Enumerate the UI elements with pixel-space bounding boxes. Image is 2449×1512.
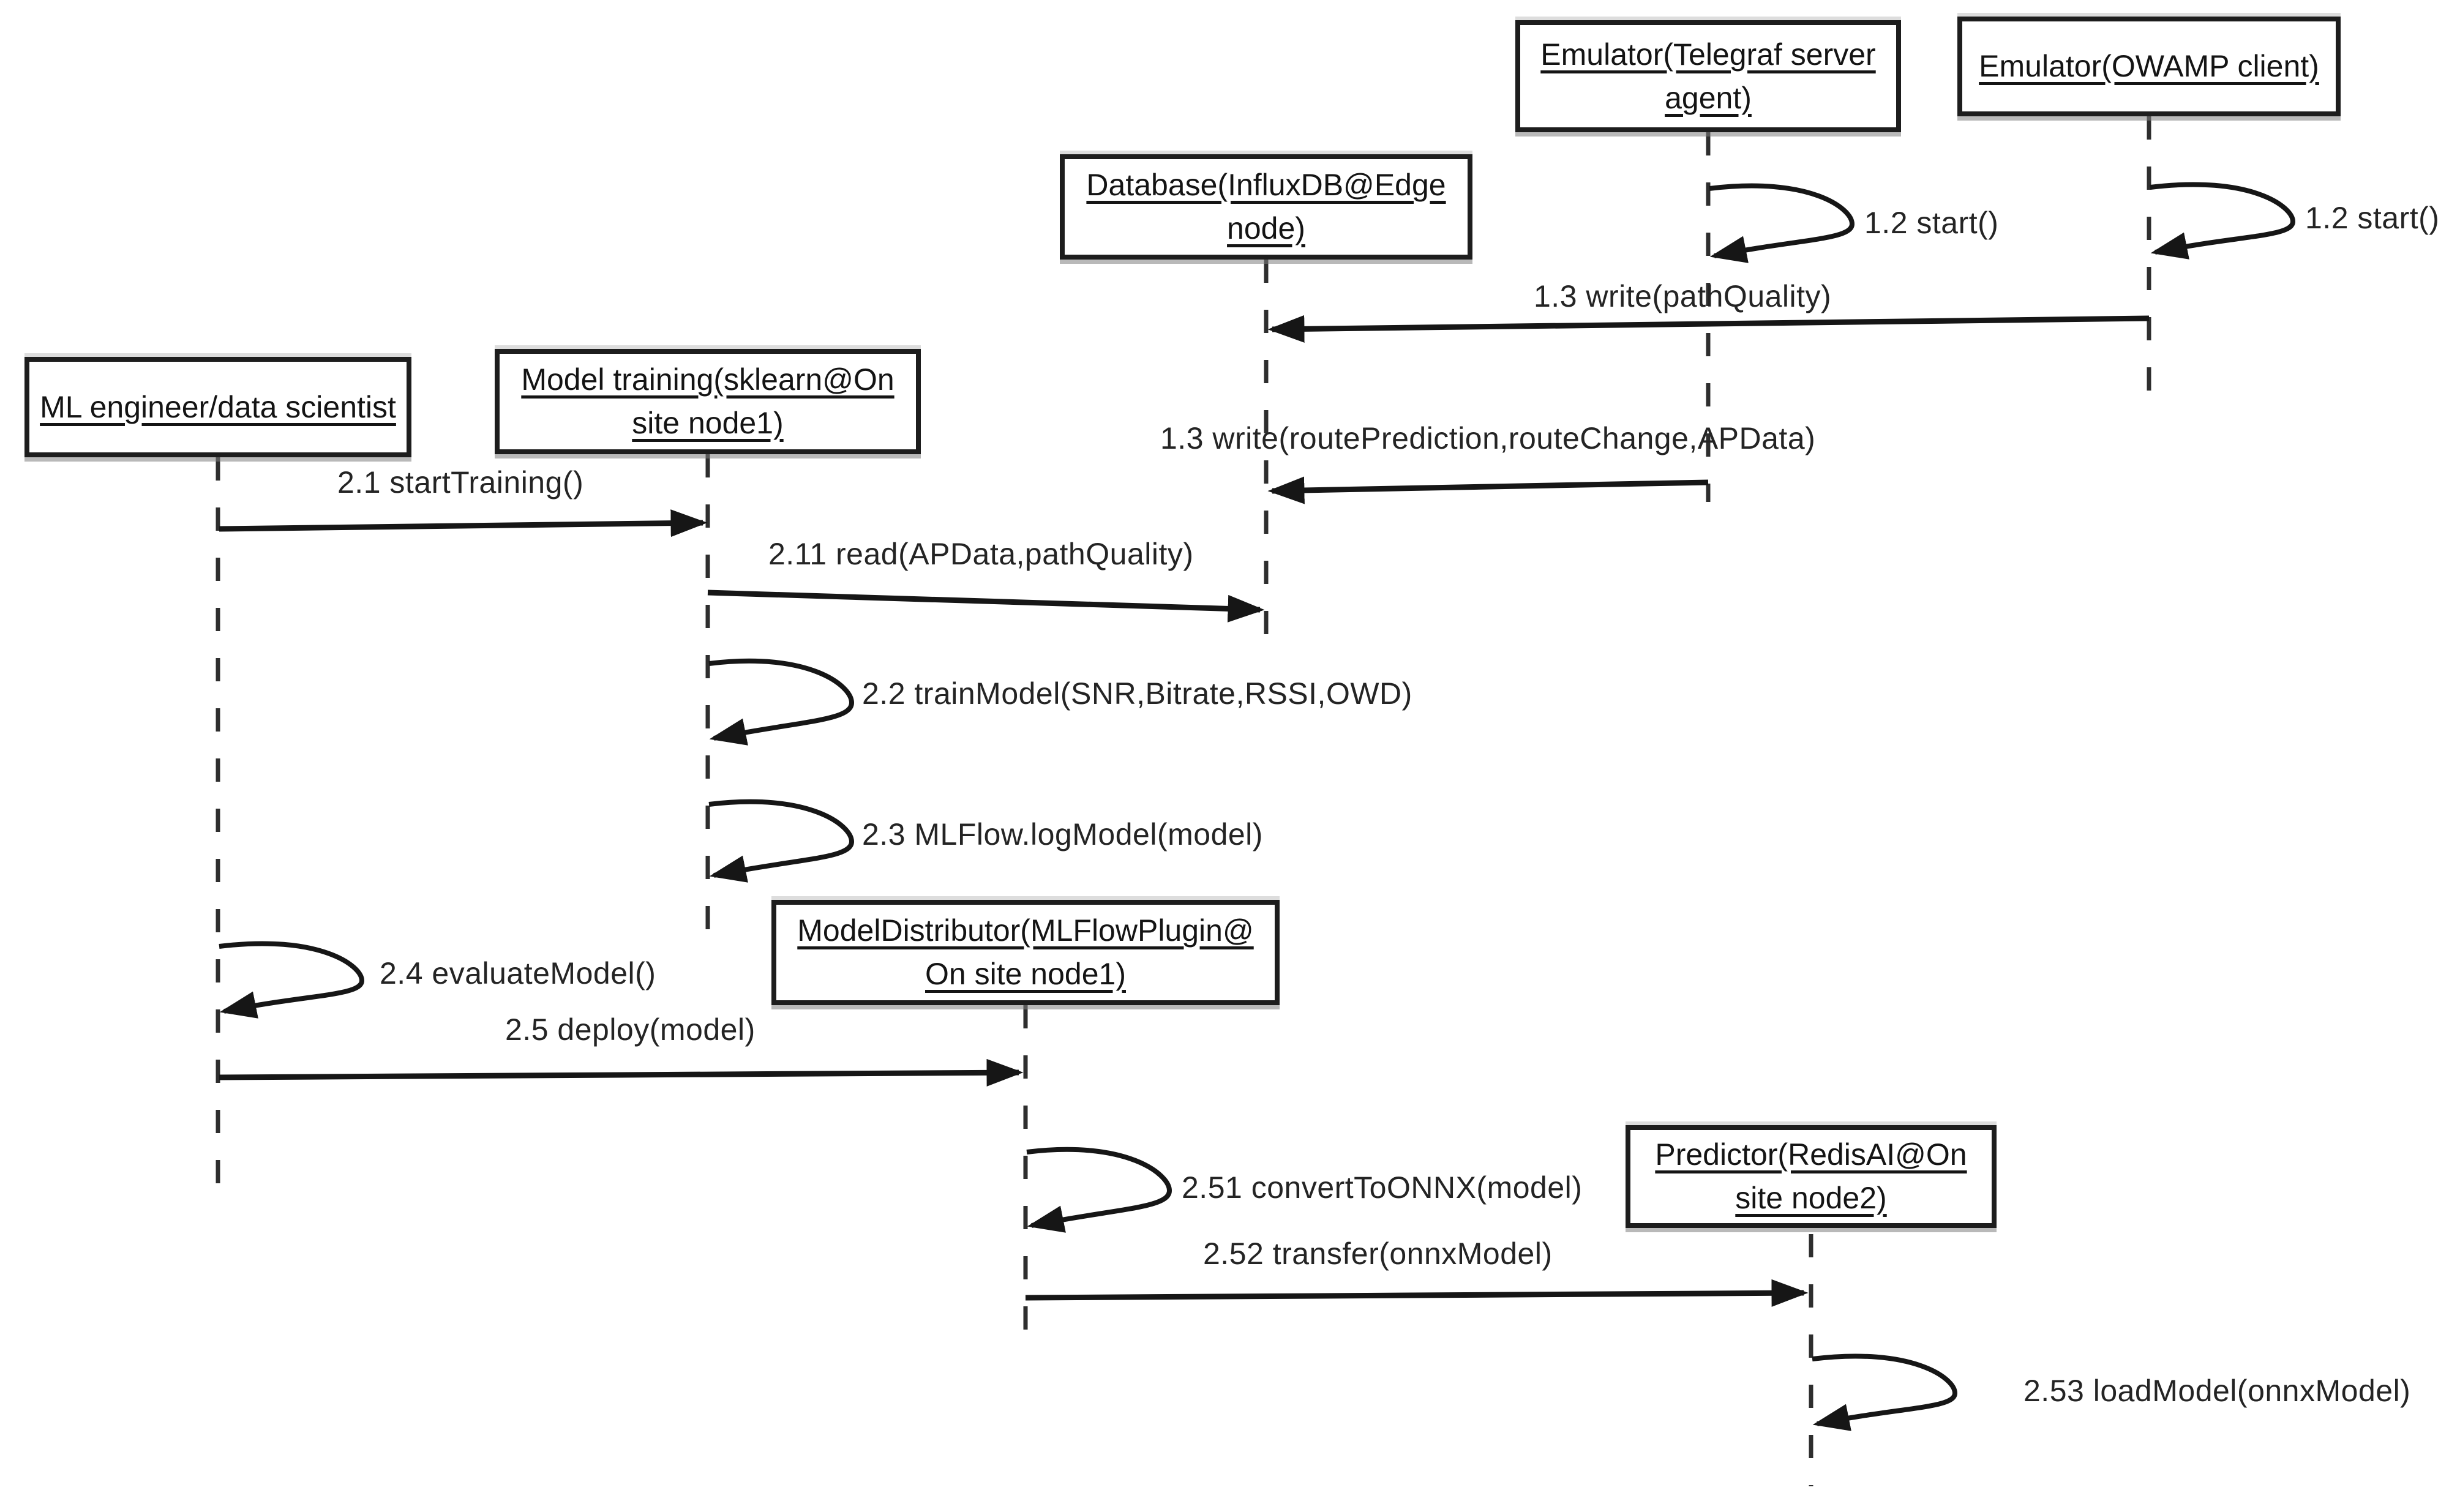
participant-emulator-owamp: Emulator(OWAMP client) [1957, 17, 2341, 116]
message-label-read-apdata: 2.11 read(APData,pathQuality) [768, 537, 1194, 571]
message-label-trainmodel: 2.2 trainModel(SNR,Bitrate,RSSI,OWD) [862, 676, 1412, 711]
participant-label: Database(InfluxDB@Edge node) [1086, 168, 1446, 245]
message-label-start-telegraf: 1.2 start() [1864, 206, 1999, 240]
message-label-starttraining: 2.1 startTraining() [337, 465, 584, 500]
message-arrow-write-routeprediction [1267, 476, 1709, 504]
participant-model-distributor: ModelDistributor(MLFlowPlugin@ On site n… [771, 900, 1280, 1005]
participant-database: Database(InfluxDB@Edge node) [1060, 154, 1472, 260]
self-loop-start-telegraf [1709, 183, 1855, 263]
participant-model-training: Model training(sklearn@On site node1) [495, 349, 921, 454]
message-label-write-routeprediction: 1.3 write(routePrediction,routeChange,AP… [1160, 421, 1816, 455]
message-label-transfer: 2.52 transfer(onnxModel) [1203, 1237, 1553, 1271]
message-arrow-deploy [219, 1058, 1024, 1087]
message-label-start-owamp: 1.2 start() [2305, 201, 2440, 235]
participant-label: Model training(sklearn@On site node1) [521, 362, 894, 440]
self-loop-converttoonnx [1026, 1147, 1172, 1233]
participant-label: Emulator(OWAMP client) [1979, 49, 2319, 83]
message-label-deploy: 2.5 deploy(model) [505, 1012, 756, 1047]
participant-label: ModelDistributor(MLFlowPlugin@ On site n… [797, 913, 1254, 991]
participant-label: ML engineer/data scientist [40, 389, 396, 424]
self-loop-loadmodel [1812, 1353, 1958, 1431]
participant-ml-engineer: ML engineer/data scientist [24, 357, 411, 457]
message-arrow-transfer [1025, 1279, 1809, 1307]
self-loop-mlflow-logmodel [708, 799, 855, 883]
self-loop-evaluatemodel [219, 941, 365, 1019]
self-loop-start-owamp [2150, 182, 2296, 260]
participant-label: Predictor(RedisAI@On site node2) [1655, 1137, 1967, 1215]
participant-label: Emulator(Telegraf server agent) [1540, 37, 1876, 115]
message-arrow-starttraining [219, 509, 708, 537]
message-label-loadmodel: 2.53 loadModel(onnxModel) [2023, 1374, 2411, 1408]
participant-predictor: Predictor(RedisAI@On site node2) [1626, 1125, 1997, 1228]
self-loop-trainmodel [708, 658, 855, 746]
message-label-mlflow-logmodel: 2.3 MLFlow.logModel(model) [862, 817, 1263, 851]
message-label-converttoonnx: 2.51 convertToONNX(model) [1182, 1170, 1583, 1205]
message-label-evaluatemodel: 2.4 evaluateModel() [380, 956, 656, 990]
message-arrow-write-pathquality [1267, 315, 2150, 343]
participant-emulator-telegraf: Emulator(Telegraf server agent) [1515, 20, 1901, 132]
message-label-write-pathquality: 1.3 write(pathQuality) [1534, 279, 1832, 313]
message-arrow-read-apdata [707, 589, 1265, 623]
